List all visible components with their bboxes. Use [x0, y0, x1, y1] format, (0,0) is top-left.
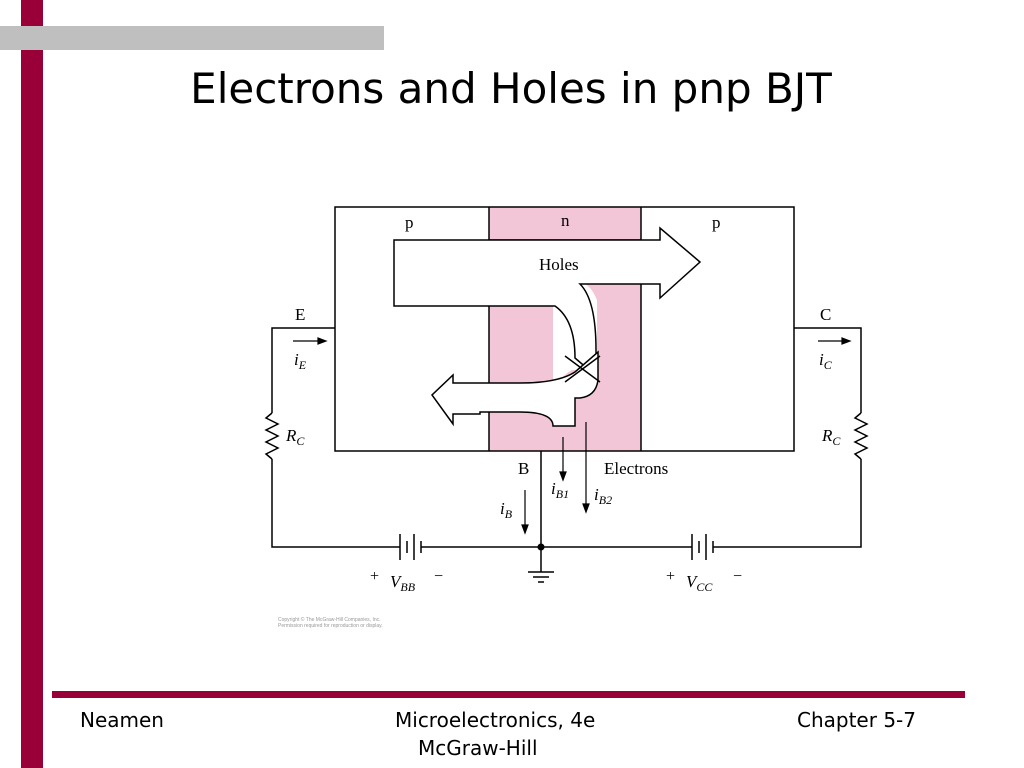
footer-book: Microelectronics, 4e — [395, 708, 596, 732]
footer-author: Neamen — [80, 708, 164, 732]
rc-left-main: R — [285, 426, 297, 445]
emitter-return-wire — [271, 459, 400, 548]
region-left-label: p — [405, 213, 414, 232]
footer-publisher: McGraw-Hill — [418, 736, 538, 760]
n-region-top — [489, 207, 641, 240]
rc-right-label: RC — [821, 426, 841, 448]
ib-sub: B — [505, 507, 513, 521]
terminal-c-label: C — [820, 305, 831, 324]
rc-right-main: R — [821, 426, 833, 445]
ie-arrow-head — [317, 337, 328, 345]
ie-sub: E — [298, 358, 307, 372]
terminal-b-label: B — [518, 459, 529, 478]
copyright-line-2: Permission required for reproduction or … — [278, 623, 383, 629]
vbb-plus: + — [370, 568, 379, 585]
ib2-label: iB2 — [594, 485, 612, 507]
collector-resistor — [853, 412, 869, 460]
emitter-wire — [271, 327, 335, 413]
ib1-main: i — [551, 479, 556, 498]
ib2-sub: B2 — [599, 493, 612, 507]
n-region-right — [597, 283, 641, 451]
holes-label: Holes — [539, 255, 579, 274]
footer-chapter: Chapter 5-7 — [797, 708, 916, 732]
ic-label: iC — [819, 350, 833, 372]
vcc-sub: CC — [696, 580, 713, 594]
vcc-label: VCC — [686, 572, 713, 594]
ic-arrow-head — [841, 337, 852, 345]
vbb-sub: BB — [400, 580, 415, 594]
vbb-minus: − — [434, 568, 443, 585]
ie-label: iE — [294, 350, 307, 372]
vcc-main: V — [686, 572, 699, 591]
electrons-arrow — [431, 350, 599, 427]
region-mid-label: n — [561, 211, 570, 230]
ic-sub: C — [824, 358, 833, 372]
base-node — [537, 543, 545, 551]
ib2-main: i — [594, 485, 599, 504]
collector-wire — [794, 327, 862, 413]
region-right-label: p — [712, 213, 721, 232]
copyright-line-1: Copyright © The McGraw-Hill Companies, I… — [278, 617, 381, 623]
ib-main: i — [500, 499, 505, 518]
vbb-main: V — [390, 572, 403, 591]
left-accent-bar — [21, 0, 43, 768]
device-outline — [334, 206, 795, 452]
top-gray-bar — [0, 26, 384, 50]
vbb-label: VBB — [390, 572, 416, 594]
holes-arrow — [393, 226, 702, 378]
slide-title-text: Electrons and Holes in pnp BJT — [190, 64, 832, 113]
emitter-resistor — [264, 412, 280, 460]
vcc-plus: + — [666, 568, 675, 585]
electrons-label: Electrons — [604, 459, 668, 478]
copyright-note: Copyright © The McGraw-Hill Companies, I… — [278, 617, 478, 629]
rc-left-sub: C — [296, 434, 305, 448]
ic-main: i — [819, 350, 824, 369]
footer-divider — [52, 691, 965, 698]
ib1-label: iB1 — [551, 479, 569, 501]
vcc-minus: − — [733, 568, 742, 585]
terminal-e-label: E — [295, 305, 305, 324]
ib2-arrow-head — [582, 503, 590, 514]
ib1-sub: B1 — [556, 487, 569, 501]
ie-main: i — [294, 350, 299, 369]
slide-title: Electrons and Holes in pnp BJT — [0, 64, 1024, 113]
ib-label: iB — [500, 499, 513, 521]
rc-right-sub: C — [832, 434, 841, 448]
rc-left-label: RC — [285, 426, 305, 448]
collector-return-wire — [713, 459, 862, 548]
cross-line-2 — [564, 355, 601, 383]
ib-arrow-head — [521, 524, 529, 535]
ib1-arrow-head — [559, 471, 567, 482]
